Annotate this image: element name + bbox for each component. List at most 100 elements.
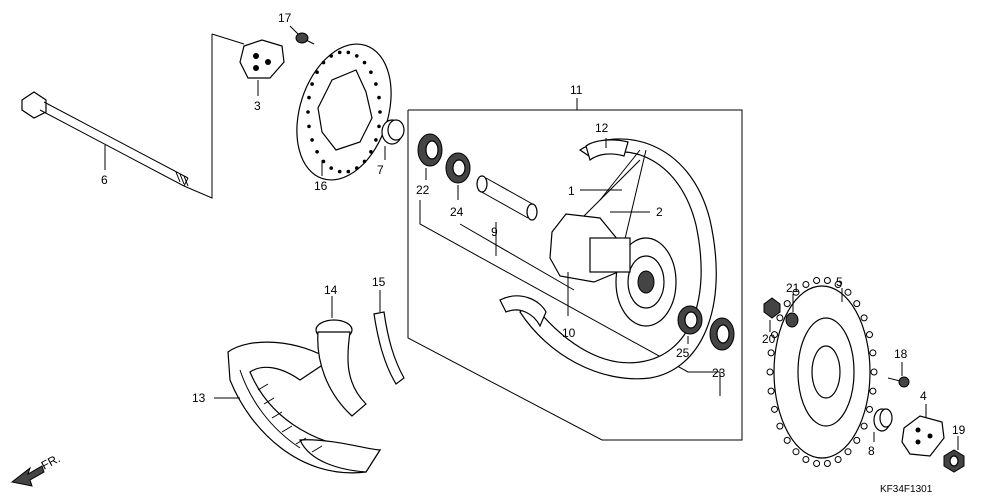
front-direction-arrow: FR.: [10, 451, 62, 487]
callout-3: 3: [254, 99, 261, 113]
sprocket-side-plate: [901, 415, 945, 457]
sprocket-collar: [873, 408, 893, 432]
diagram-code: KF34F1301: [880, 484, 933, 495]
rear-axle: [21, 91, 189, 187]
callout-6: 6: [101, 173, 108, 187]
disc-hole: [369, 70, 373, 74]
callout-25: 25: [676, 346, 690, 360]
rear-tire: [227, 341, 382, 474]
disc-hole: [377, 124, 381, 129]
callout-4: 4: [920, 389, 927, 403]
sprocket-tooth: [792, 288, 800, 296]
disc-hole: [307, 95, 311, 100]
sprocket-tooth: [869, 349, 877, 357]
callout-14: 14: [324, 283, 338, 297]
disc-hole: [362, 159, 367, 164]
brake-disc-plate: [239, 39, 285, 79]
disc-hole: [310, 82, 314, 86]
axle-nut: [943, 449, 965, 473]
sprocket-tooth: [853, 300, 861, 308]
sprocket-tooth: [853, 436, 861, 444]
inner-tube: [315, 319, 367, 417]
disc-hole: [362, 60, 367, 65]
callout-24: 24: [450, 205, 464, 219]
disc-hole: [321, 60, 326, 65]
bearing-left: [445, 152, 471, 184]
disc-hole: [355, 54, 359, 58]
sprocket-tooth: [776, 314, 784, 322]
sprocket-tooth: [866, 331, 873, 339]
callout-16: 16: [314, 179, 328, 193]
bearing-right: [677, 305, 703, 335]
disc-hole: [315, 70, 319, 74]
disc-hole: [378, 110, 382, 114]
disc-hole: [355, 166, 359, 170]
sprocket-tooth: [866, 405, 873, 413]
sprocket-tooth: [766, 368, 774, 376]
dust-seal-right: [709, 317, 735, 351]
callout-22: 22: [416, 183, 430, 197]
distance-collar: [476, 175, 538, 221]
sprocket-tooth: [802, 281, 810, 288]
sprocket-bolt: [887, 376, 910, 388]
rear-wheel-hub: [549, 213, 677, 327]
callout-5: 5: [836, 275, 843, 289]
sprocket-tooth: [783, 300, 791, 308]
disc-hole: [346, 50, 351, 55]
sprocket-tooth: [844, 288, 852, 296]
disc-hole: [337, 50, 342, 55]
sprocket-tooth: [767, 387, 775, 395]
callout-13: 13: [192, 391, 206, 405]
sprocket-tooth: [776, 422, 784, 430]
disc-hole: [310, 138, 314, 142]
callout-23: 23: [712, 366, 726, 380]
rim-band: [373, 311, 405, 385]
callout-10: 10: [562, 326, 576, 340]
sprocket-tooth: [813, 277, 821, 284]
sprocket-tooth: [834, 281, 842, 288]
sprocket-washer: [785, 312, 799, 328]
callout-11: 11: [570, 83, 583, 97]
disc-hole: [315, 150, 319, 154]
callout-17: 17: [278, 11, 292, 25]
sprocket-tooth: [844, 448, 852, 456]
callout-15: 15: [372, 275, 386, 289]
sprocket-tooth: [813, 460, 821, 467]
callout-8: 8: [868, 444, 875, 458]
sprocket-nut: [763, 297, 781, 319]
disc-hole: [346, 169, 351, 174]
dust-seal: [417, 133, 443, 167]
sprocket-tooth: [860, 422, 868, 430]
sprocket-tooth: [834, 456, 842, 463]
callout-2: 2: [656, 205, 663, 219]
brake-disc: [296, 43, 392, 181]
sprocket-tooth: [771, 331, 778, 339]
sprocket-tooth: [771, 405, 778, 413]
sprocket-tooth: [802, 456, 810, 463]
callout-18: 18: [894, 347, 908, 361]
driven-sprocket: [766, 277, 878, 467]
disc-hole: [329, 54, 334, 58]
disc-hole: [307, 124, 311, 129]
sprocket-tooth: [823, 277, 831, 284]
sprocket-tooth: [767, 349, 775, 357]
callout-7: 7: [377, 163, 384, 177]
disc-hole: [374, 82, 378, 86]
callout-12: 12: [595, 121, 609, 135]
callout-21: 21: [786, 281, 800, 295]
callout-9: 9: [491, 225, 498, 239]
sprocket-tooth: [792, 448, 800, 456]
callout-20: 20: [762, 332, 776, 346]
sprocket-tooth: [870, 368, 878, 376]
callout-1: 1: [568, 184, 575, 198]
sprocket-tooth: [783, 436, 791, 444]
disc-hole: [377, 95, 381, 100]
disc-hole: [374, 138, 378, 142]
disc-hole: [321, 159, 326, 164]
callout-19: 19: [952, 423, 966, 437]
side-collar: [381, 119, 405, 145]
sprocket-tooth: [823, 460, 831, 467]
sprocket-tooth: [860, 314, 868, 322]
sprocket-tooth: [869, 387, 877, 395]
